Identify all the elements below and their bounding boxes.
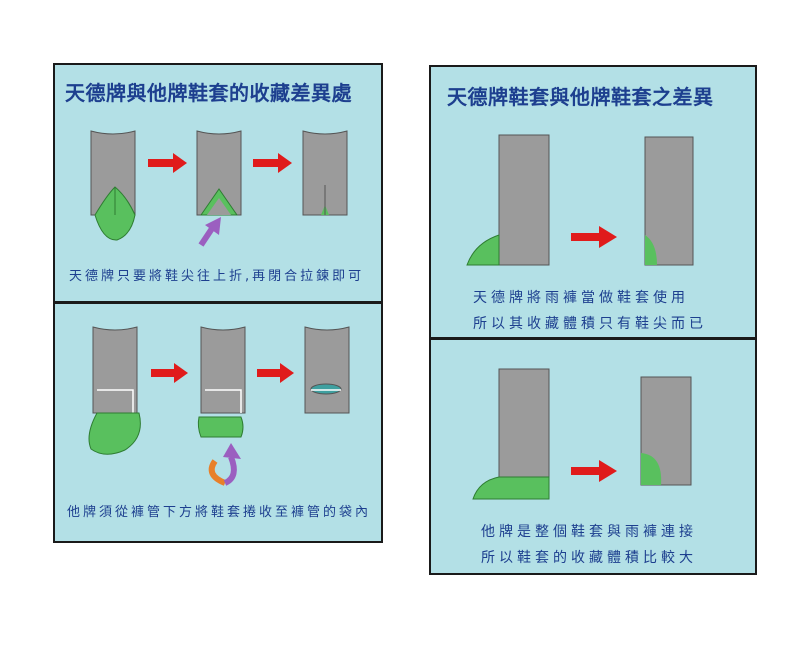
left-panel: 天德牌與他牌鞋套的收藏差異處 天德牌只要將鞋尖往上折,再閉合拉鍊即可 他牌須從褲… [53,63,383,543]
left-panel-title: 天德牌與他牌鞋套的收藏差異處 [65,81,352,105]
right-top-caption-line2: 所以其收藏體積只有鞋尖而已 [473,316,707,332]
other-rainpant [472,368,550,500]
red-arrow-left-top-1 [148,153,187,173]
right-bottom-caption-line2: 所以鞋套的收藏體積比較大 [481,550,697,566]
red-arrow-right-top [571,226,617,248]
left-top-caption: 天德牌只要將鞋尖往上折,再閉合拉鍊即可 [69,269,365,284]
red-arrow-left-bottom-1 [151,363,188,383]
tiande-rainpant [466,134,550,266]
right-panel-divider [431,337,755,340]
tiande-step2-pant [196,130,242,216]
right-bottom-caption-line1: 他牌是整個鞋套與雨褲連接 [481,524,697,540]
red-arrow-left-bottom-2 [257,363,294,383]
other-folded-rainpant [640,376,692,486]
tiande-step1-pant [90,130,136,241]
left-panel-divider [55,301,381,304]
tiande-folded-rainpant [644,136,694,266]
other-step2-pant [197,326,246,438]
other-step3-pant [304,326,350,414]
red-arrow-left-top-2 [253,153,292,173]
purple-fold-arrow [198,217,221,247]
right-panel-illustrations [466,134,694,500]
left-bottom-caption: 他牌須從褲管下方將鞋套捲收至褲管的袋內 [67,505,372,520]
left-panel-illustrations [88,130,350,486]
red-arrow-right-bottom [571,460,617,482]
right-panel-title: 天德牌鞋套與他牌鞋套之差異 [447,85,714,109]
tiande-step3-pant [302,130,348,216]
right-top-caption: 天德牌將雨褲當做鞋套使用 所以其收藏體積只有鞋尖而已 [473,285,707,337]
right-bottom-caption: 他牌是整個鞋套與雨褲連接 所以鞋套的收藏體積比較大 [481,519,697,571]
right-top-caption-line1: 天德牌將雨褲當做鞋套使用 [473,290,689,306]
roll-up-arrow [208,443,241,486]
other-step1-pant [88,326,141,455]
right-panel: 天德牌鞋套與他牌鞋套之差異 天德牌將雨褲當做鞋套使用 所以其收藏體積只有鞋尖而已… [429,65,757,575]
